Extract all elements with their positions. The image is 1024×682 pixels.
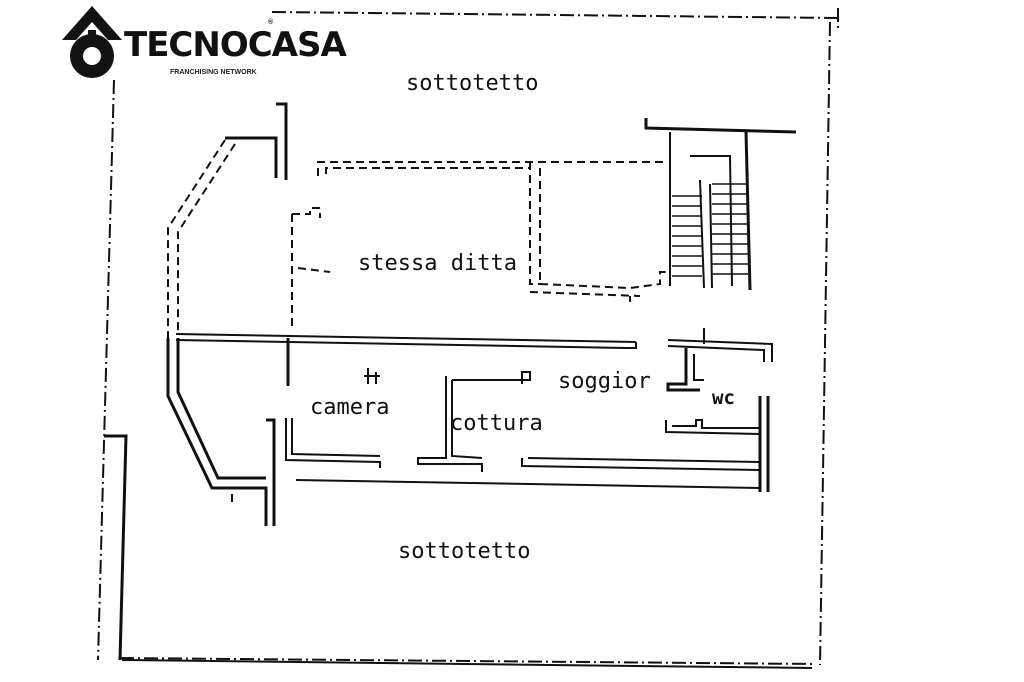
left-slanted-wall bbox=[167, 102, 288, 338]
label-living: soggior bbox=[558, 369, 651, 394]
label-attic-bottom: sottotetto bbox=[398, 539, 530, 564]
left-lower-wall bbox=[166, 338, 276, 526]
label-bathroom: wc bbox=[712, 387, 735, 409]
house-logo-icon bbox=[62, 6, 122, 78]
upper-unit-outline bbox=[291, 161, 668, 330]
stair-steps bbox=[672, 183, 748, 277]
label-attic-top: sottotetto bbox=[406, 71, 538, 96]
staircase bbox=[644, 118, 797, 291]
label-same-company: stessa ditta bbox=[358, 251, 517, 276]
property-boundary bbox=[97, 8, 841, 666]
label-bedroom: camera bbox=[310, 395, 389, 420]
logo-registered-mark: ® bbox=[268, 18, 274, 26]
lower-unit-walls bbox=[175, 328, 773, 492]
label-kitchen: cottura bbox=[450, 411, 543, 436]
logo-brand-text: TECNOCASA bbox=[124, 25, 347, 65]
tecnocasa-logo: TECNOCASA FRANCHISING NETWORK ® bbox=[62, 6, 348, 78]
logo-tagline: FRANCHISING NETWORK bbox=[170, 69, 257, 76]
room-labels: sottotetto stessa ditta camera cottura s… bbox=[310, 71, 735, 564]
lower-outer-walls bbox=[104, 434, 813, 669]
